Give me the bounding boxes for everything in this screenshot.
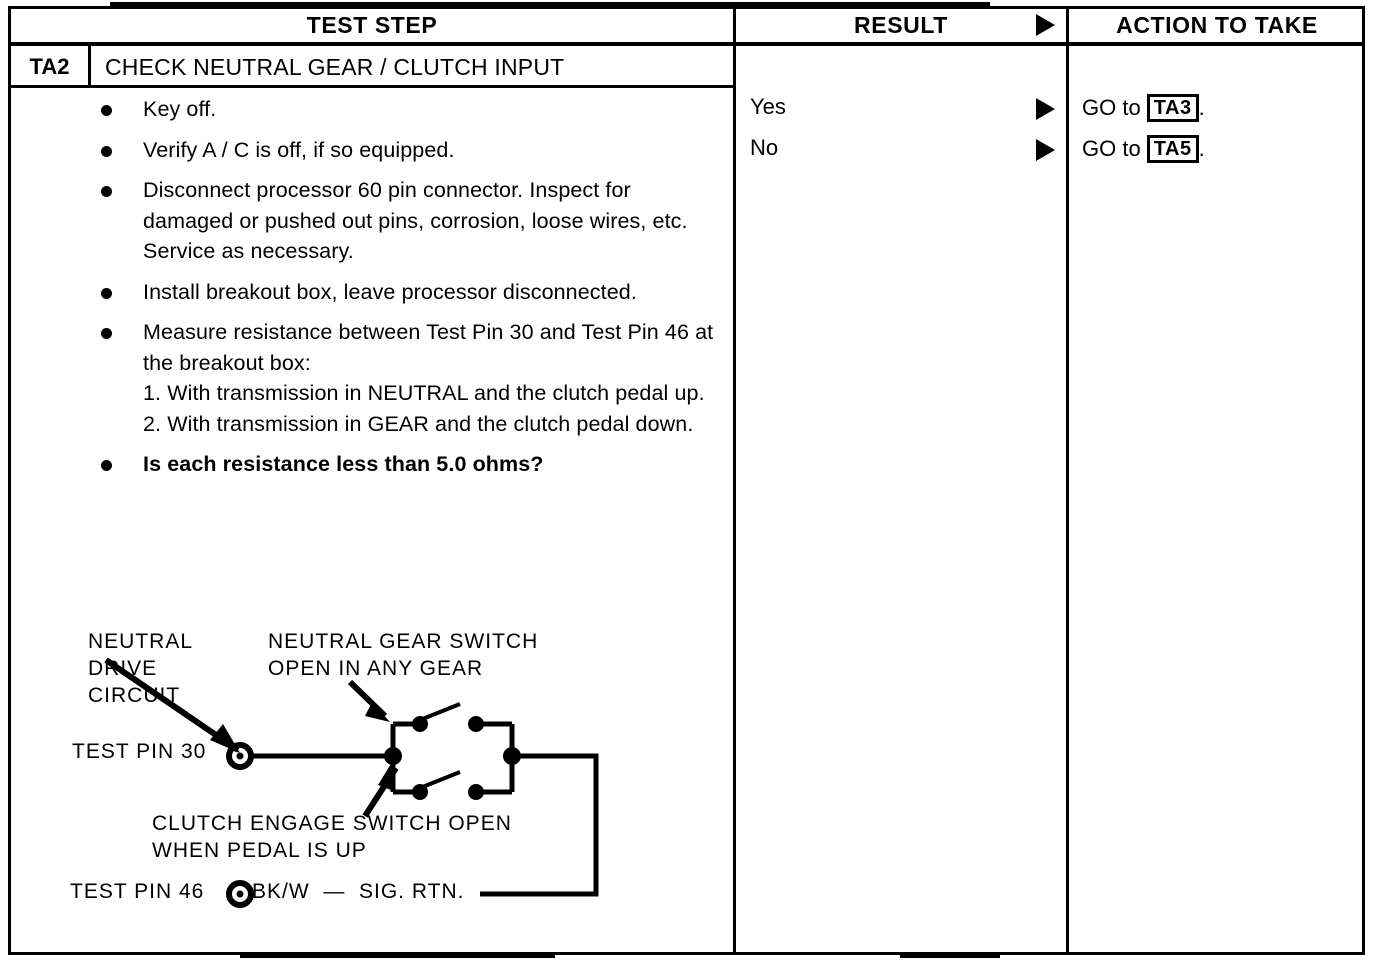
bullet-icon bbox=[101, 460, 112, 471]
bottom-edge-artifact bbox=[240, 952, 555, 958]
list-item: Verify A / C is off, if so equipped. bbox=[95, 135, 715, 166]
circuit-diagram: NEUTRAL DRIVE CIRCUIT NEUTRAL GEAR SWITC… bbox=[60, 620, 720, 920]
action-step-code: TA5 bbox=[1146, 135, 1199, 163]
header-rule bbox=[8, 42, 1365, 46]
neutral-gear-switch-leader-arrow bbox=[347, 679, 390, 722]
list-item: Install breakout box, leave processor di… bbox=[95, 277, 715, 308]
test-step-code: TA2 bbox=[11, 46, 91, 88]
node-left-rail-junction bbox=[384, 747, 402, 765]
list-item-text: Is each resistance less than 5.0 ohms? bbox=[143, 452, 544, 476]
wire-signal-return-path bbox=[480, 753, 599, 897]
test-pin-46-terminal-icon bbox=[226, 880, 254, 908]
triangle-icon bbox=[1036, 139, 1055, 161]
bullet-icon bbox=[101, 105, 112, 116]
column-divider-result bbox=[733, 6, 736, 955]
test-step-title: CHECK NEUTRAL GEAR / CLUTCH INPUT bbox=[91, 46, 733, 88]
test-step-instruction-list: Key off. Verify A / C is off, if so equi… bbox=[95, 94, 715, 490]
label-test-pin-30: TEST PIN 30 bbox=[72, 740, 207, 763]
node-top-right bbox=[468, 716, 484, 732]
table-frame bbox=[8, 6, 1365, 955]
list-item: Measure resistance between Test Pin 30 a… bbox=[95, 317, 715, 439]
sub-list-item: 1. With transmission in NEUTRAL and the … bbox=[143, 381, 705, 405]
bottom-edge-artifact-2 bbox=[900, 952, 1000, 958]
action-no: GO to TA5. bbox=[1082, 135, 1205, 163]
triangle-icon bbox=[1036, 98, 1055, 120]
label-neutral-gear-switch: NEUTRAL GEAR SWITCH OPEN IN ANY GEAR bbox=[268, 630, 539, 680]
list-item: Disconnect processor 60 pin connector. I… bbox=[95, 175, 715, 267]
action-prefix: GO to bbox=[1082, 136, 1147, 161]
list-item-question: Is each resistance less than 5.0 ohms? bbox=[95, 449, 715, 480]
bullet-icon bbox=[101, 145, 112, 157]
bullet-icon bbox=[101, 328, 112, 339]
action-yes: GO to TA3. bbox=[1082, 94, 1205, 122]
top-edge-artifact bbox=[110, 2, 990, 7]
action-step-code: TA3 bbox=[1146, 94, 1199, 122]
node-bottom-right bbox=[468, 784, 484, 800]
list-item-text: Measure resistance between Test Pin 30 a… bbox=[143, 320, 714, 375]
sub-list-item: 2. With transmission in GEAR and the clu… bbox=[143, 411, 694, 436]
column-header-action: ACTION TO TAKE bbox=[1116, 12, 1318, 38]
bullet-icon bbox=[101, 186, 112, 197]
result-no: No bbox=[750, 135, 779, 160]
action-suffix: . bbox=[1198, 136, 1205, 161]
label-test-pin-46-wire: BK/W — SIG. RTN. bbox=[252, 880, 465, 903]
circuit-schematic-svg bbox=[104, 657, 599, 908]
action-suffix: . bbox=[1198, 95, 1205, 120]
list-item: Key off. bbox=[95, 94, 715, 125]
list-item-text: Verify A / C is off, if so equipped. bbox=[143, 137, 455, 162]
column-header-result: RESULT bbox=[854, 12, 948, 38]
clutch-engage-switch-blade bbox=[419, 770, 461, 790]
result-yes: Yes bbox=[750, 94, 786, 119]
label-test-pin-46: TEST PIN 46 bbox=[70, 880, 205, 903]
list-item-text: Key off. bbox=[143, 97, 217, 121]
list-item-text: Disconnect processor 60 pin connector. I… bbox=[143, 178, 688, 263]
neutral-gear-switch-blade bbox=[419, 702, 461, 722]
action-prefix: GO to bbox=[1082, 95, 1147, 120]
list-item-text: Install breakout box, leave processor di… bbox=[143, 279, 637, 304]
bullet-icon bbox=[101, 287, 112, 299]
test-pin-30-terminal-icon bbox=[226, 742, 254, 770]
triangle-icon bbox=[1036, 14, 1055, 36]
column-divider-action bbox=[1066, 6, 1069, 955]
test-step-title-row: TA2 CHECK NEUTRAL GEAR / CLUTCH INPUT bbox=[11, 46, 733, 88]
label-neutral-drive-circuit: NEUTRAL DRIVE CIRCUIT bbox=[88, 630, 194, 707]
column-header-test-step: TEST STEP bbox=[306, 12, 438, 38]
label-clutch-engage-switch: CLUTCH ENGAGE SWITCH OPEN WHEN PEDAL IS … bbox=[152, 812, 512, 862]
